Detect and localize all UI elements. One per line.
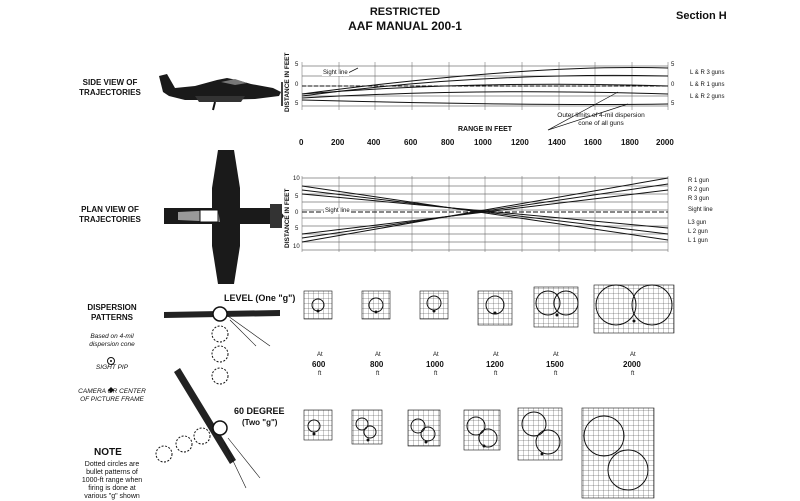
plan-gun-label: L 2 gun xyxy=(688,229,708,235)
sight-pip-icon xyxy=(106,353,116,365)
note-body: Dotted circles are bullet patterns of 10… xyxy=(81,461,143,500)
at-label: At xyxy=(630,352,636,358)
range-label-2000: 2000 xyxy=(623,360,641,369)
ft-label: ft xyxy=(554,371,558,377)
plan-gun-label: L3 gun xyxy=(688,220,707,226)
plan-y-tick: 5 xyxy=(295,226,299,232)
side-y-tick: 5 xyxy=(295,62,299,68)
side-y-axis-label: DISTANCE IN FEET xyxy=(284,52,291,112)
plan-view-aircraft xyxy=(164,150,284,284)
plan-view-chart xyxy=(301,176,669,252)
note-title: NOTE xyxy=(94,447,122,458)
range-label-1500: 1500 xyxy=(546,360,564,369)
manual-title: AAF MANUAL 200-1 xyxy=(348,19,462,33)
range-tick: 1400 xyxy=(548,138,566,147)
side-view-chart xyxy=(301,62,669,131)
range-label-800: 800 xyxy=(370,360,384,369)
plan-y-tick: 10 xyxy=(293,244,300,250)
range-tick: 0 xyxy=(299,138,304,147)
side-gun-label: L & R 2 guns xyxy=(690,94,725,100)
dispersion-subtitle: Based on 4-mil dispersion cone xyxy=(89,333,135,348)
banked-aircraft-front xyxy=(155,368,261,489)
plan-y-axis-label: DISTANCE IN FEET xyxy=(284,188,291,248)
range-tick: 200 xyxy=(331,138,345,147)
range-label-1200: 1200 xyxy=(486,360,504,369)
level-aircraft-front xyxy=(164,306,280,385)
banked-dispersion-grids xyxy=(303,407,655,499)
side-gun-label: L & R 1 guns xyxy=(690,82,725,88)
range-tick: 800 xyxy=(441,138,455,147)
side-right-tick: 5 xyxy=(671,101,675,107)
range-tick: 2000 xyxy=(656,138,674,147)
range-label-600: 600 xyxy=(312,360,326,369)
at-label: At xyxy=(317,352,323,358)
ft-label: ft xyxy=(376,371,380,377)
range-tick: 1000 xyxy=(474,138,492,147)
plan-gun-label: R 2 gun xyxy=(688,187,710,193)
range-tick: 1200 xyxy=(511,138,529,147)
at-label: At xyxy=(375,352,381,358)
range-axis-title: RANGE IN FEET xyxy=(458,126,513,133)
at-label: At xyxy=(493,352,499,358)
plan-gun-label: Sight line xyxy=(688,207,713,213)
range-tick: 1600 xyxy=(584,138,602,147)
plan-y-tick: 5 xyxy=(295,194,299,200)
at-label: At xyxy=(553,352,559,358)
sight-pip-label: SIGHT PIP xyxy=(95,364,129,371)
side-sight-line-label: Sight line xyxy=(322,70,349,76)
level-label: LEVEL (One "g") xyxy=(224,293,296,303)
camera-label: CAMERA OR CENTER OF PICTURE FRAME xyxy=(78,388,146,403)
range-tick: 1800 xyxy=(621,138,639,147)
plan-gun-label: R 1 gun xyxy=(688,178,710,184)
range-tick: 400 xyxy=(367,138,381,147)
plan-y-tick: 10 xyxy=(293,176,300,182)
side-y-tick: 0 xyxy=(295,82,299,88)
side-gun-label: L & R 3 guns xyxy=(690,70,725,76)
ft-label: ft xyxy=(494,371,498,377)
two-g-label: (Two "g") xyxy=(242,418,278,427)
side-y-tick: 5 xyxy=(295,101,299,107)
side-right-tick: 0 xyxy=(671,82,675,88)
ft-label: ft xyxy=(434,371,438,377)
plan-gun-label: L 1 gun xyxy=(688,238,708,244)
level-dispersion-grids xyxy=(303,284,675,334)
plan-gun-label: R 3 gun xyxy=(688,196,710,202)
section-label: Section H xyxy=(676,10,727,22)
side-right-tick: 5 xyxy=(671,62,675,68)
side-view-aircraft xyxy=(159,74,283,111)
camera-dot-icon xyxy=(108,380,114,393)
ft-label: ft xyxy=(631,371,635,377)
range-tick: 600 xyxy=(404,138,418,147)
range-label-1000: 1000 xyxy=(426,360,444,369)
sixty-degree-label: 60 DEGREE xyxy=(234,406,285,416)
plan-y-tick: 0 xyxy=(295,210,299,216)
at-label: At xyxy=(433,352,439,358)
ft-label: ft xyxy=(318,371,322,377)
restricted-label: RESTRICTED xyxy=(369,6,441,18)
plan-sight-line-label: Sight line xyxy=(324,208,351,214)
